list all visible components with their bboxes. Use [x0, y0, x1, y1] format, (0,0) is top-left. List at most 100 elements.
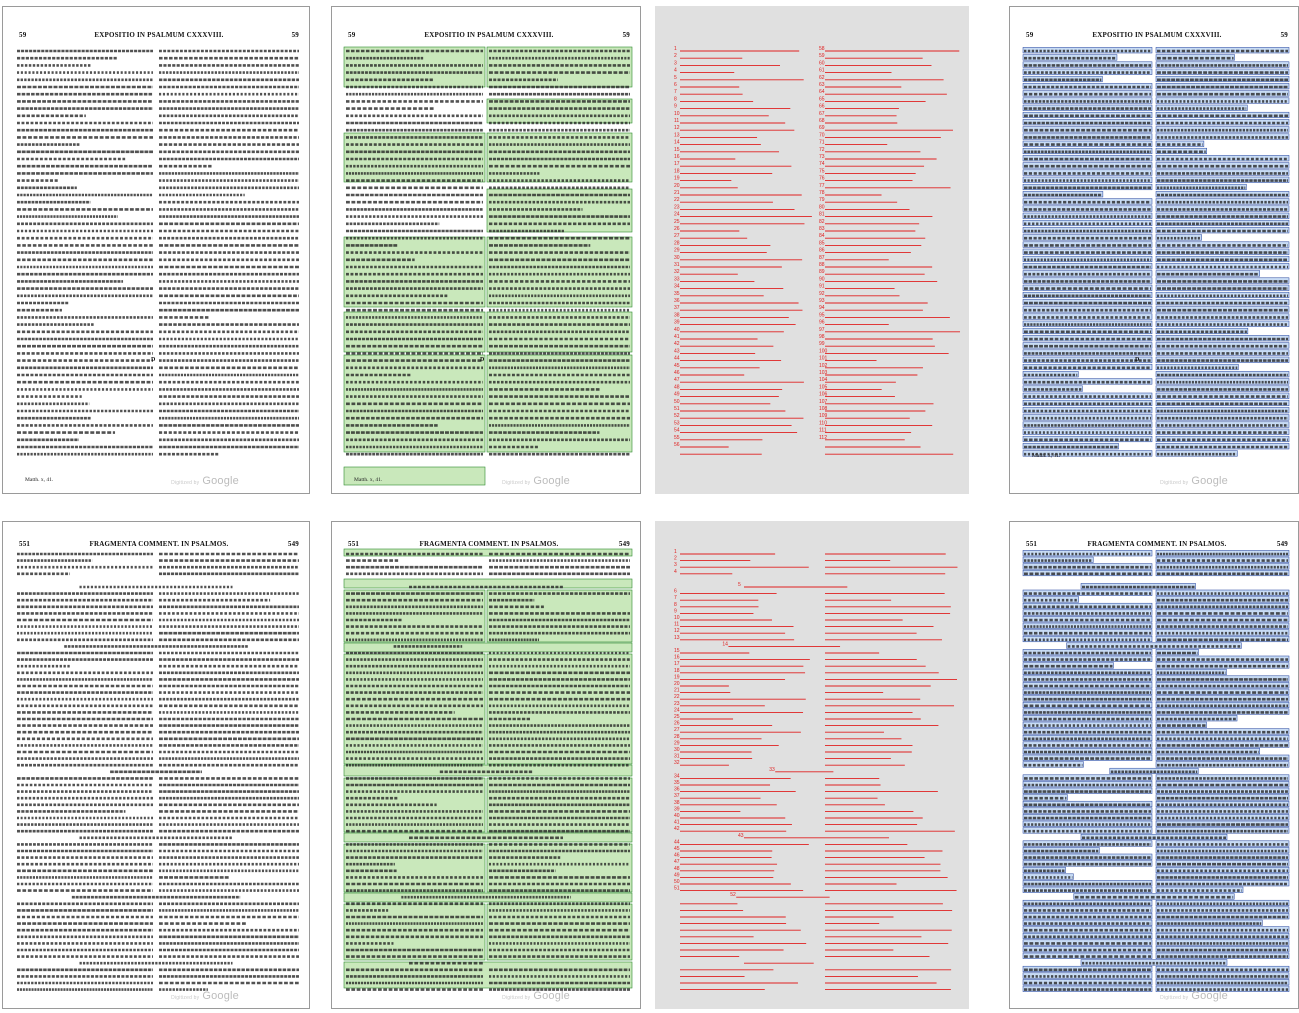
line-number: 75 — [819, 168, 825, 174]
line-number: 77 — [819, 183, 825, 189]
line-number: 48 — [674, 866, 680, 872]
line-number: 22 — [674, 197, 680, 203]
line-number: 98 — [819, 334, 825, 340]
line-box — [1155, 932, 1290, 940]
green-block — [343, 589, 486, 643]
line-number: 73 — [819, 154, 825, 160]
line-number: 44 — [674, 839, 680, 845]
line-box — [1022, 979, 1153, 986]
line-box — [1022, 68, 1153, 75]
green-block — [343, 642, 633, 653]
page-header: 551 FRAGMENTA COMMENT. IN PSALMOS. 549 — [19, 538, 299, 550]
line-number: 94 — [819, 305, 825, 311]
text-lines-with-boxes — [1022, 47, 1290, 457]
line-number: 7 — [674, 89, 677, 95]
line-number: 66 — [819, 104, 825, 110]
line-number: 96 — [819, 320, 825, 326]
line-number: 10 — [674, 615, 680, 621]
line-box — [1155, 363, 1239, 371]
line-number: 18 — [674, 168, 680, 174]
green-block — [343, 578, 633, 589]
line-number: 25 — [674, 219, 680, 225]
line-number: 53 — [674, 420, 680, 426]
line-number: 9 — [674, 608, 677, 614]
page-number-right: 549 — [1276, 540, 1288, 548]
line-number: 32 — [674, 269, 680, 275]
line-number: 92 — [819, 291, 825, 297]
line-number: 8 — [674, 602, 677, 608]
line-box — [1155, 385, 1290, 392]
page-number-left: 59 — [1026, 31, 1034, 39]
line-number: 13 — [674, 132, 680, 138]
green-block — [343, 466, 486, 486]
line-number: 80 — [819, 204, 825, 210]
green-block — [486, 777, 633, 833]
line-box — [1022, 748, 1153, 755]
line-number: 27 — [674, 233, 680, 239]
line-box — [1022, 820, 1153, 827]
line-number: 110 — [819, 420, 827, 426]
line-number: 19 — [674, 674, 680, 680]
line-box — [1155, 198, 1290, 205]
line-number: 102 — [819, 363, 828, 369]
page-green-blocks-top: 59 EXPOSITIO IN PSALMUM CXXXVIII. 59 D M… — [331, 6, 641, 494]
line-box — [1155, 728, 1290, 735]
line-number: 32 — [674, 760, 680, 766]
line-number: 64 — [819, 89, 825, 95]
line-box — [1155, 708, 1290, 715]
line-number: 15 — [674, 648, 680, 654]
line-box — [1155, 847, 1290, 854]
page-header: 59 EXPOSITIO IN PSALMUM CXXXVIII. 59 — [19, 29, 299, 41]
line-box — [1155, 926, 1290, 933]
line-number: 76 — [819, 176, 825, 182]
line-box — [1155, 569, 1290, 577]
line-box — [1155, 75, 1290, 83]
line-number: 33 — [769, 767, 775, 773]
page-original-top: 59 EXPOSITIO IN PSALMUM CXXXVIII. 59 D M… — [2, 6, 310, 494]
page-header: 551 FRAGMENTA COMMENT. IN PSALMOS. 549 — [348, 538, 630, 550]
line-number: 41 — [674, 334, 680, 340]
line-box — [1022, 781, 1153, 788]
line-number: 2 — [674, 556, 677, 562]
line-number: 95 — [819, 312, 825, 318]
line-number: 52 — [730, 892, 736, 898]
line-number: 38 — [674, 800, 680, 806]
line-number: 40 — [674, 327, 680, 333]
line-number: 48 — [674, 384, 680, 390]
line-number: 30 — [674, 255, 680, 261]
line-number: 44 — [674, 356, 680, 362]
line-box — [1022, 363, 1153, 371]
line-number: 109 — [819, 413, 828, 419]
page-title: FRAGMENTA COMMENT. IN PSALMOS. — [1087, 540, 1227, 548]
line-number: 104 — [819, 377, 828, 383]
line-number: 6 — [674, 82, 677, 88]
line-number: 38 — [674, 312, 680, 318]
line-number: 46 — [674, 370, 680, 376]
line-number: 11 — [674, 118, 679, 124]
line-number: 9 — [674, 104, 677, 110]
page-header: 59 EXPOSITIO IN PSALMUM CXXXVIII. 59 — [1026, 29, 1288, 41]
page-header: 59 EXPOSITIO IN PSALMUM CXXXVIII. 59 — [348, 29, 630, 41]
page-blue-lines-bottom: 551 FRAGMENTA COMMENT. IN PSALMOS. 549 D… — [1009, 521, 1299, 1009]
line-number: 108 — [819, 406, 828, 412]
line-number: 36 — [674, 298, 680, 304]
line-number: 2 — [674, 53, 677, 59]
line-box — [1155, 616, 1290, 623]
page-number-right: 549 — [618, 540, 630, 548]
text-lines — [17, 49, 299, 456]
line-number: 59 — [819, 53, 825, 59]
line-box — [1022, 728, 1153, 735]
line-number: 17 — [674, 161, 680, 167]
page-title: EXPOSITIO IN PSALMUM CXXXVIII. — [1092, 31, 1222, 39]
page-number-right: 59 — [291, 31, 299, 39]
text-lines-with-blocks — [343, 46, 633, 486]
line-box — [1022, 635, 1153, 643]
line-box — [1022, 378, 1153, 385]
line-box — [1022, 913, 1153, 920]
line-box — [1022, 399, 1153, 407]
line-number: 36 — [674, 787, 680, 793]
page-title: FRAGMENTA COMMENT. IN PSALMOS. — [89, 540, 229, 548]
